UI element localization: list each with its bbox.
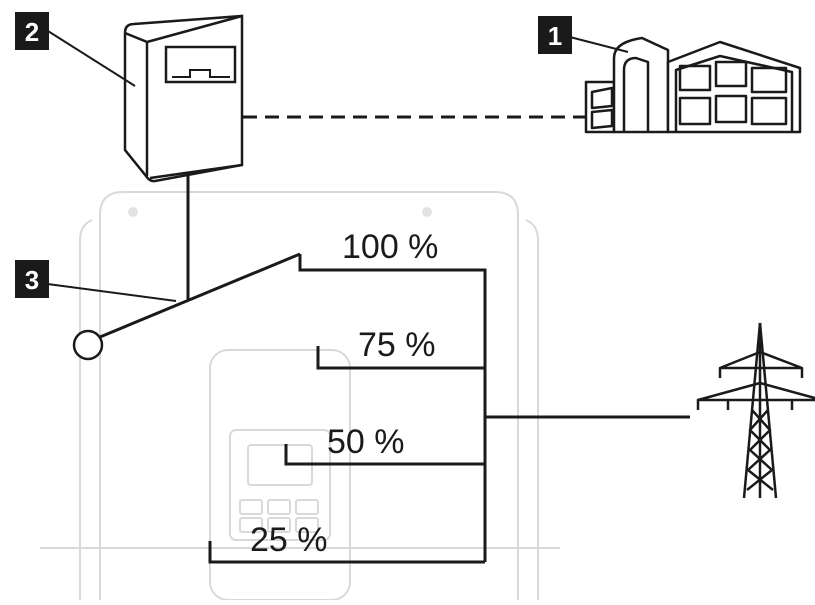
switch-lever: [72, 252, 301, 361]
level-label-25: 25 %: [250, 521, 328, 559]
receiver-box-icon: [123, 14, 244, 183]
callout-leaders: [39, 25, 629, 302]
badge-3: 3: [15, 260, 49, 298]
switch-contacts: [208, 254, 690, 564]
badge-1-label: 1: [548, 21, 562, 51]
power-pylon-icon: [696, 322, 815, 499]
badge-3-label: 3: [25, 265, 39, 295]
inverter-background: [40, 191, 560, 601]
badge-2: 2: [15, 12, 49, 50]
level-label-75: 75 %: [358, 326, 436, 364]
badge-1: 1: [538, 16, 572, 54]
level-label-100: 100 %: [342, 228, 438, 266]
level-label-50: 50 %: [327, 423, 405, 461]
badge-2-label: 2: [25, 17, 39, 47]
switch-pivot-icon: [72, 329, 104, 361]
building-icon: [584, 36, 802, 134]
